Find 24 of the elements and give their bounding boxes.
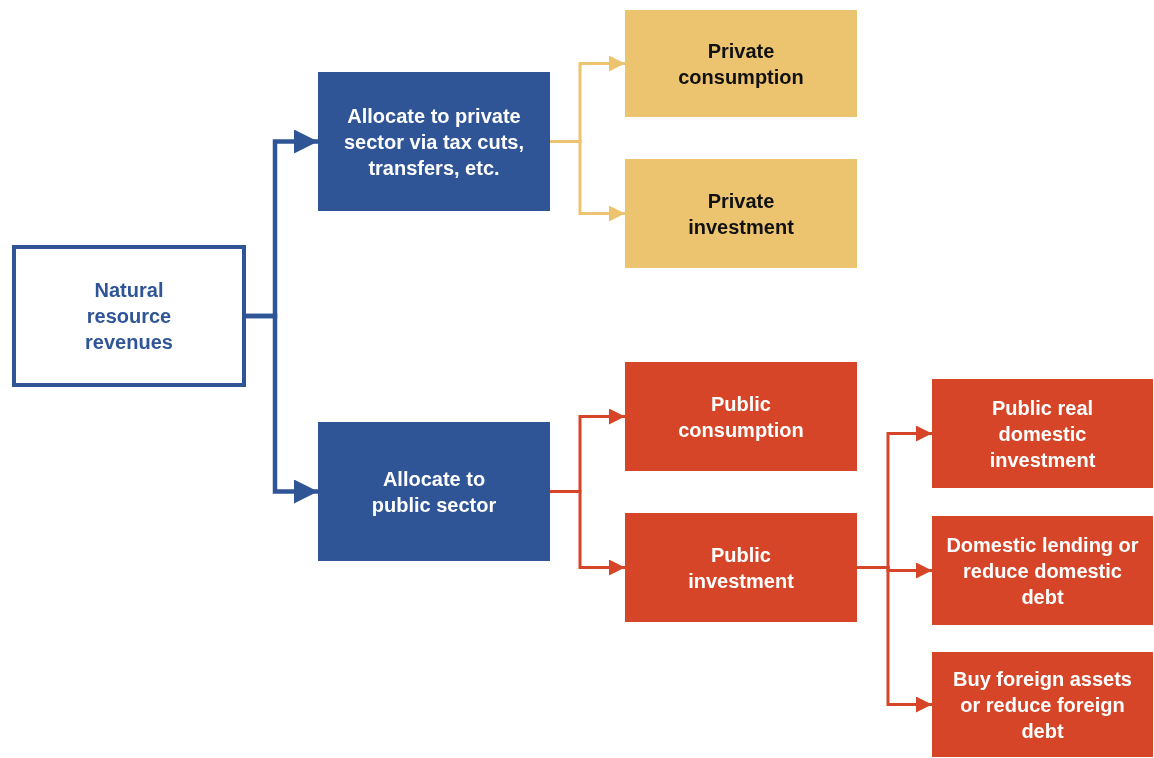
node-label: Allocate to private sector via tax cuts, transfers, etc. [342,103,526,181]
process-box [932,516,1153,625]
process-box [932,379,1153,488]
node-label: Private investment [687,188,795,240]
node-label: Buy foreign assets or reduce foreign debt [952,666,1133,744]
arrow [857,566,932,713]
process-box [625,10,857,117]
process-box [625,513,857,622]
node-label: Public consumption [677,391,805,443]
node-label: Domestic lending or reduce domestic debt [945,532,1140,610]
process-box [318,422,550,561]
arrow [550,490,625,576]
node-label: Natural resource revenues [84,278,174,355]
arrow [246,313,318,504]
process-box [625,362,857,471]
node-label: Private consumption [677,38,805,90]
arrow [550,140,625,222]
process-box [318,72,550,211]
node-label: Public investment [687,542,795,594]
process-box [625,159,857,268]
process-box [932,652,1153,757]
source-box [12,245,246,387]
node-label: Allocate to public sector [370,466,498,518]
node-label: Public real domestic investment [988,395,1097,473]
